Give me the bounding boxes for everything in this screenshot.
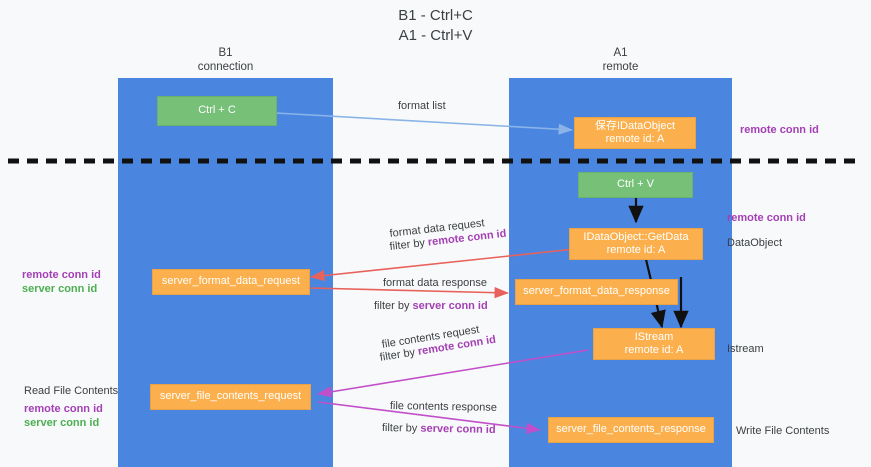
node-server-file-contents-request[interactable]: server_file_contents_request xyxy=(150,384,311,410)
swimlane-heading-a1: A1 remote xyxy=(602,47,639,73)
node-server-format-data-response[interactable]: server_format_data_response xyxy=(515,279,678,305)
annotation-left-server-conn-id-2: server conn id xyxy=(24,417,100,429)
node-server-file-contents-request-label: server_file_contents_request xyxy=(159,390,302,403)
annotation-left-read-file-contents: Read File Contents xyxy=(24,385,119,397)
filter-key-server-conn-id: server conn id xyxy=(420,422,496,436)
annotation-right-dataobject: DataObject xyxy=(727,237,783,249)
node-idataobject-getdata[interactable]: IDataObject::GetData remote id: A xyxy=(569,228,703,260)
node-server-file-contents-response-label: server_file_contents_response xyxy=(556,423,706,436)
swimlane-heading-b1: B1 connection xyxy=(197,47,254,73)
annotation-left-server-conn-id: server conn id xyxy=(22,283,98,295)
edge-label-format-list: format list xyxy=(398,100,446,112)
filter-prefix: filter by xyxy=(374,300,413,312)
node-ctrl-v[interactable]: Ctrl + V xyxy=(578,172,693,198)
node-server-format-data-request-label: server_format_data_request xyxy=(161,275,301,288)
node-save-idataobject-label: 保存IDataObject xyxy=(594,119,676,132)
annotation-right-remote-conn-id-top: remote conn id xyxy=(740,124,819,136)
node-idataobject-getdata-label: IDataObject::GetData xyxy=(583,230,689,243)
annotation-right-remote-conn-id-mid: remote conn id xyxy=(727,212,806,224)
edge-label-file-contents-response-filter: filter by server conn id xyxy=(382,422,496,436)
node-save-idataobject-sublabel: remote id: A xyxy=(605,133,665,145)
edge-label-file-contents-response: file contents response xyxy=(389,400,497,414)
node-server-format-data-response-label: server_format_data_response xyxy=(523,285,670,298)
node-ctrl-v-label: Ctrl + V xyxy=(617,178,654,191)
edge-label-format-data-response: format data response xyxy=(383,277,487,289)
page-title: B1 - Ctrl+C A1 - Ctrl+V xyxy=(398,7,473,44)
filter-key-server-conn-id: server conn id xyxy=(412,300,488,312)
node-istream-sublabel: remote id: A xyxy=(624,344,684,356)
annotation-right-write-file-contents: Write File Contents xyxy=(736,425,830,437)
edge-label-format-data-response-filter: filter by server conn id xyxy=(374,300,488,312)
filter-prefix: filter by xyxy=(381,422,421,435)
node-ctrl-c-label: Ctrl + C xyxy=(198,104,236,117)
node-idataobject-getdata-sublabel: remote id: A xyxy=(606,244,666,256)
node-ctrl-c[interactable]: Ctrl + C xyxy=(157,96,277,126)
annotation-left-remote-conn-id-2: remote conn id xyxy=(24,403,103,415)
node-istream-label: IStream xyxy=(634,330,674,343)
node-save-idataobject[interactable]: 保存IDataObject remote id: A xyxy=(574,117,696,149)
annotation-left-remote-conn-id: remote conn id xyxy=(22,269,101,281)
node-server-file-contents-response[interactable]: server_file_contents_response xyxy=(548,417,714,443)
annotation-right-istream: Istream xyxy=(727,343,764,355)
node-server-format-data-request[interactable]: server_format_data_request xyxy=(152,269,310,295)
node-istream[interactable]: IStream remote id: A xyxy=(593,328,715,360)
